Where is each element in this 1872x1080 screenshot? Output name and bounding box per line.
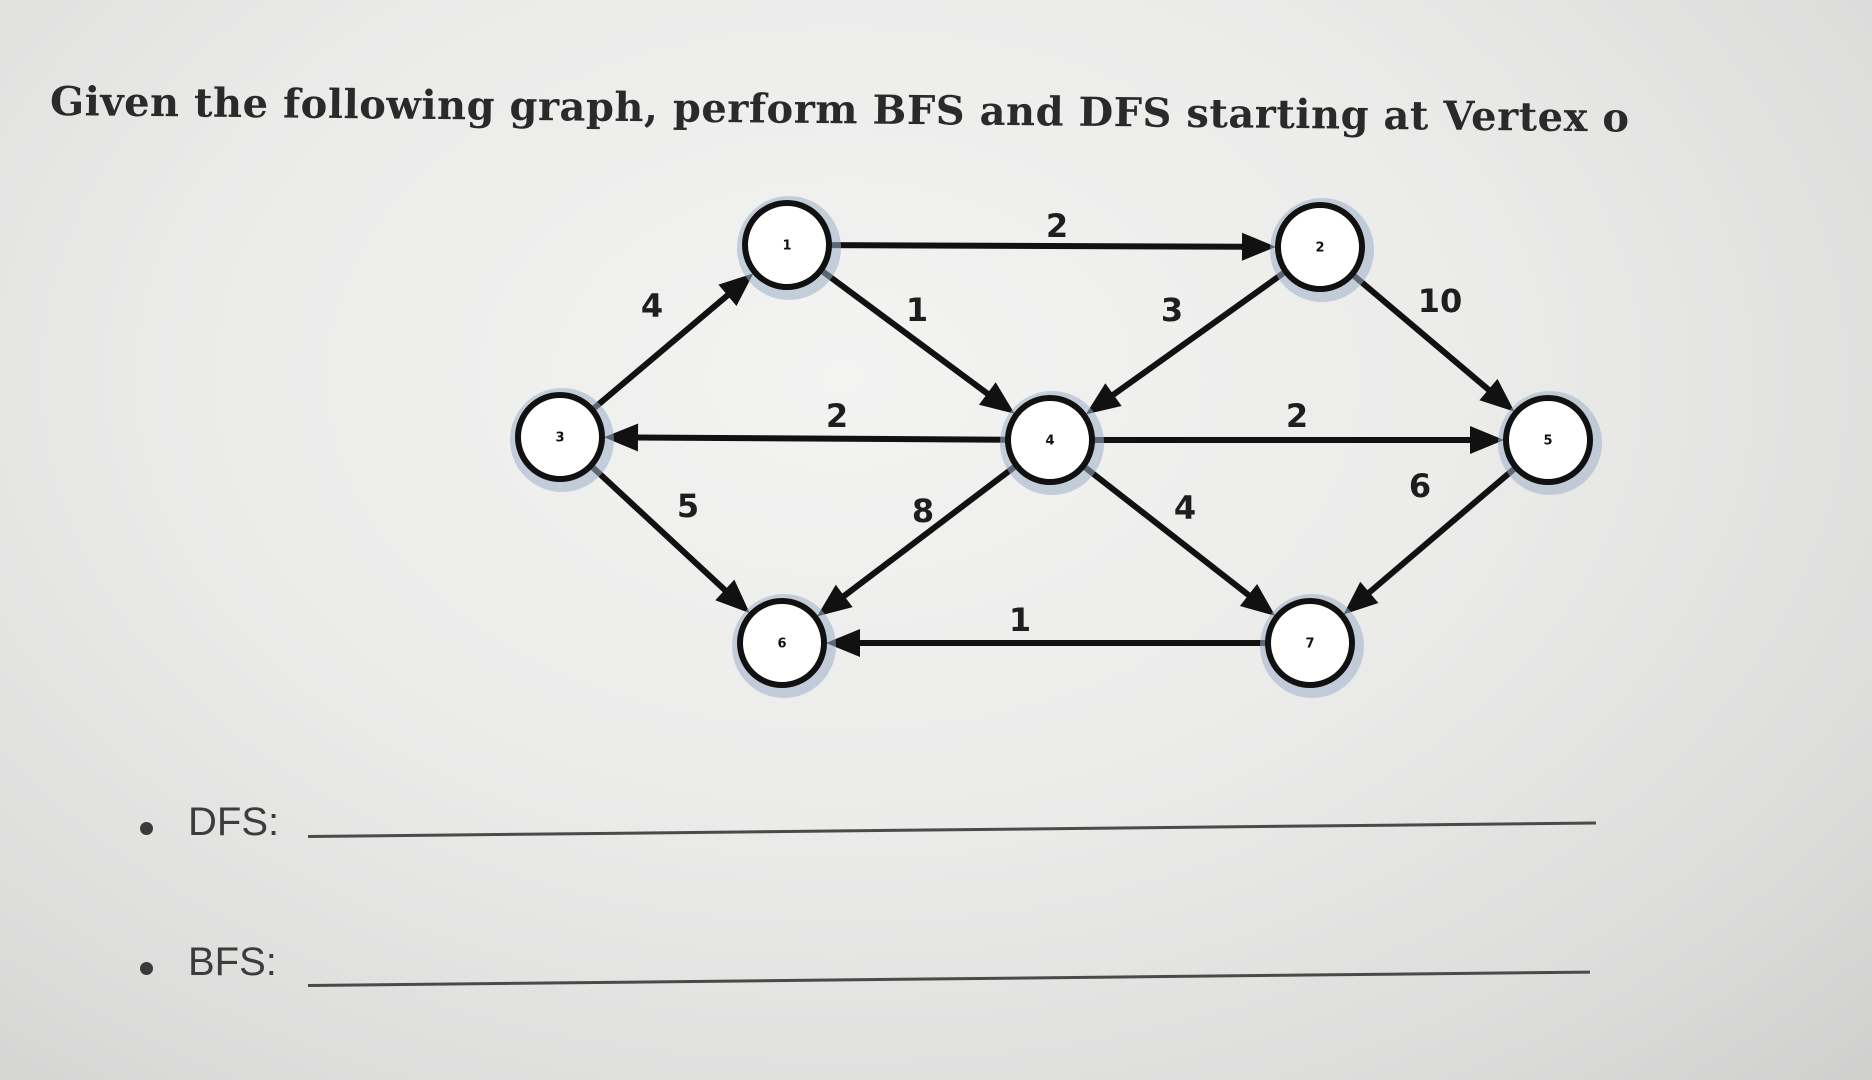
edge-4-to-3: 2 [603, 397, 1007, 452]
edge-line [590, 464, 730, 595]
arrowhead-icon [718, 273, 754, 307]
vertex-circle [1265, 598, 1355, 688]
vertex-circle [1005, 395, 1095, 485]
edge-weight-label: 2 [1286, 397, 1308, 435]
vertex-circle [1275, 202, 1365, 292]
vertex-label: 6 [777, 637, 786, 652]
edge-line [820, 268, 993, 399]
edge-weight-label: 2 [1046, 207, 1068, 245]
edge-line [839, 464, 1017, 601]
edge-4-to-7: 4 [1082, 464, 1276, 616]
nodes-layer: 1 2 3 4 5 6 7 [510, 196, 1602, 698]
edge-weight-label: 5 [677, 487, 699, 525]
edge-weight-label: 3 [1161, 291, 1183, 329]
edge-1-to-4: 1 [820, 268, 1015, 414]
dfs-bullet [140, 822, 153, 835]
vertex-circle [515, 392, 605, 482]
edge-weight-label: 6 [1409, 467, 1431, 505]
edge-weight-label: 1 [1009, 601, 1031, 639]
edge-weight-label: 2 [826, 397, 848, 435]
arrowhead-icon [1479, 378, 1515, 412]
vertex-label: 1 [782, 239, 791, 254]
edge-4-to-6: 8 [817, 464, 1017, 617]
vertex-label: 2 [1315, 241, 1324, 256]
edge-line [591, 290, 733, 411]
edge-2-to-5: 10 [1351, 273, 1515, 412]
edge-3-to-6: 5 [590, 464, 750, 614]
edge-line [633, 434, 1007, 443]
bfs-bullet [140, 962, 153, 975]
edge-1-to-2: 2 [830, 207, 1277, 261]
vertex-label: 5 [1543, 434, 1552, 449]
vertex-circle [737, 598, 827, 688]
arrowhead-icon [1470, 426, 1504, 454]
bfs-label: BFS: [188, 940, 277, 984]
edge-line [1108, 270, 1286, 400]
arrowhead-icon [817, 584, 853, 617]
edge-2-to-4: 3 [1085, 270, 1286, 415]
vertex-6: 6 [732, 594, 836, 698]
arrowhead-icon [1085, 383, 1122, 415]
edge-line [1364, 466, 1517, 598]
edge-line [1351, 273, 1494, 395]
arrowhead-icon [1239, 583, 1276, 616]
vertex-label: 4 [1045, 434, 1054, 449]
arrowhead-icon [603, 423, 639, 452]
edge-weight-label: 10 [1418, 282, 1463, 320]
edge-5-to-7: 6 [1343, 466, 1517, 615]
vertex-7: 7 [1260, 594, 1364, 698]
edge-4-to-5: 2 [1094, 397, 1504, 454]
arrowhead-icon [979, 382, 1015, 414]
edge-weight-label: 1 [906, 291, 928, 329]
arrowhead-icon [826, 629, 860, 657]
vertex-2: 2 [1270, 198, 1374, 302]
arrowhead-icon [715, 579, 750, 614]
edges-layer: 4 2 1 3 10 2 2 5 8 4 6 1 [590, 207, 1517, 657]
edge-3-to-1: 4 [591, 273, 754, 411]
dfs-label: DFS: [188, 800, 280, 844]
edge-weight-label: 4 [1174, 489, 1196, 527]
edge-7-to-6: 1 [826, 601, 1266, 657]
vertex-label: 3 [555, 431, 564, 446]
vertex-label: 7 [1305, 637, 1314, 652]
edge-weight-label: 4 [641, 287, 663, 325]
vertex-4: 4 [1000, 391, 1104, 495]
vertex-circle [1503, 395, 1593, 485]
arrowhead-icon [1343, 581, 1379, 615]
edge-line [830, 242, 1247, 250]
arrowhead-icon [1241, 232, 1277, 261]
vertex-5: 5 [1498, 391, 1602, 495]
vertex-1: 1 [737, 196, 841, 300]
vertex-circle [742, 200, 832, 290]
vertex-3: 3 [510, 388, 614, 492]
edge-weight-label: 8 [912, 492, 934, 530]
edge-line [1082, 464, 1254, 600]
